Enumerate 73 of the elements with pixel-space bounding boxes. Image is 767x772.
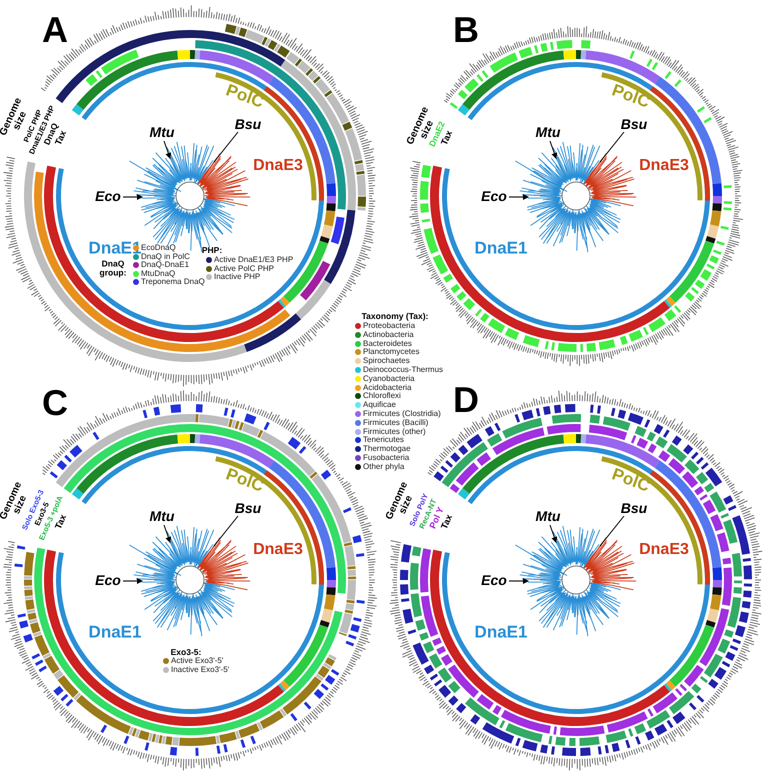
legend-label: Other phyla: [363, 462, 404, 471]
clade-label: DnaE3: [639, 542, 689, 558]
species-label: Eco: [481, 189, 507, 203]
legend-title: Taxonomy (Tax):: [362, 312, 428, 320]
clade-label: DnaE3: [639, 158, 689, 174]
legend-label: Aquificae: [363, 401, 396, 410]
legend-title: PHP:: [202, 246, 222, 254]
legend-label: Cyanobacteria: [363, 374, 415, 383]
species-label: Eco: [95, 189, 121, 203]
clade-label: PolC: [610, 81, 652, 111]
species-label: Bsu: [234, 501, 262, 515]
clade-label: DnaE1: [88, 240, 142, 256]
legend-label: DnaQ-DnaE1: [141, 261, 190, 270]
legend-label: Thermotogae: [363, 445, 411, 454]
legend-title: Exo3-5:: [170, 648, 202, 656]
legend-label: Firmicutes (other): [363, 428, 426, 436]
legend-label: MtuDnaQ: [141, 270, 176, 278]
species-label: Mtu: [536, 509, 560, 523]
legend-label: Inactive PHP: [214, 273, 260, 282]
species-label: Mtu: [150, 125, 174, 139]
legend-label: EcoDnaQ: [141, 244, 176, 252]
legend-label: Active DnaE1/E3 PHP: [214, 256, 294, 264]
legend-label: Bacteroidetes: [363, 340, 412, 348]
panel-label: B: [453, 12, 479, 48]
panel-label: A: [42, 12, 68, 48]
leader-line: [508, 194, 529, 200]
leader-line: [550, 140, 558, 159]
clade-label: DnaE1: [474, 624, 528, 640]
legend-label: Active Exo3'-5': [171, 657, 224, 665]
species-label: Bsu: [620, 117, 648, 131]
leader-line: [214, 132, 238, 162]
leader-line: [600, 132, 624, 162]
leader-line: [122, 578, 143, 584]
legend-label: Proteobacteria: [363, 322, 416, 330]
leader-line: [550, 524, 558, 543]
legend-label: Deinococcus-Thermus: [363, 366, 444, 374]
panel-label: C: [42, 385, 68, 421]
leader-line: [600, 516, 624, 546]
clade-label: PolC: [610, 465, 652, 495]
species-label: Bsu: [620, 501, 648, 515]
legend-label: Tenericutes: [363, 436, 404, 444]
ring-label: Tax: [54, 514, 68, 532]
legend-label: Planctomycetes: [363, 348, 420, 356]
legend-label: Spirochaetes: [363, 357, 410, 366]
legend-title: DnaQ group:: [98, 260, 128, 276]
panel-label: D: [453, 382, 479, 418]
legend-label: Fusobacteria: [363, 454, 410, 462]
clade-label: DnaE1: [474, 240, 528, 256]
legend-label: Acidobacteria: [363, 384, 412, 392]
legend-label: Actinobacteria: [363, 330, 414, 339]
leader-line: [164, 140, 172, 159]
leader-line: [164, 524, 172, 543]
clade-label: DnaE3: [253, 542, 303, 558]
legend-label: DnaQ in PolC: [141, 252, 190, 261]
species-label: Bsu: [234, 117, 262, 131]
legend-label: Active PolC PHP: [214, 264, 274, 273]
species-label: Mtu: [536, 125, 560, 139]
legend-label: Inactive Exo3'-5': [171, 666, 230, 674]
leader-line: [122, 194, 143, 200]
clade-label: PolC: [224, 465, 266, 495]
clade-label: DnaE3: [253, 158, 303, 174]
legend-label: Treponema DnaQ: [141, 278, 205, 286]
clade-label: DnaE1: [88, 624, 142, 640]
ring-label: Tax: [440, 514, 454, 532]
species-label: Mtu: [150, 509, 174, 523]
species-label: Eco: [95, 573, 121, 587]
leader-line: [214, 516, 238, 546]
legend-label: Firmicutes (Bacilli): [363, 418, 428, 427]
species-label: Eco: [481, 573, 507, 587]
legend-label: Chloroflexi: [363, 392, 401, 400]
legend-label: Firmicutes (Clostridia): [363, 410, 441, 418]
leader-line: [508, 578, 529, 584]
clade-label: PolC: [224, 81, 266, 111]
